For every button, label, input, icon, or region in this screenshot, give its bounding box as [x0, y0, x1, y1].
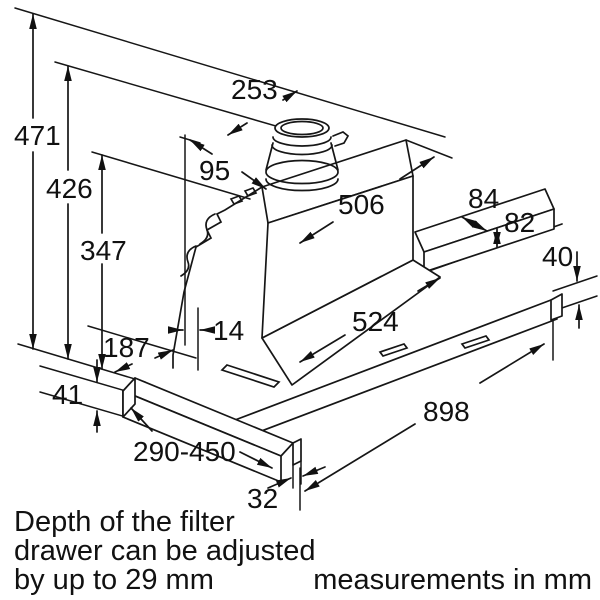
reference-lines [14, 7, 598, 511]
dim-label-187: 187 [103, 332, 150, 363]
dim-label-41: 41 [52, 379, 83, 410]
dim-label-347: 347 [80, 235, 127, 266]
spring-clip-lower [180, 245, 197, 277]
dim-label-898: 898 [423, 396, 470, 427]
collar-clip [332, 131, 350, 147]
dim-label-524: 524 [352, 306, 399, 337]
dimension-labels: 471 426 347 253 95 506 84 82 40 14 187 5… [14, 74, 573, 514]
caption-line-2: drawer can be adjusted [14, 535, 315, 567]
duct-collar [265, 118, 350, 192]
spring-clip-upper [199, 213, 216, 245]
caption-line-3: by up to 29 mm [14, 564, 214, 596]
dim-label-253: 253 [231, 74, 278, 105]
dim-label-426: 426 [46, 173, 93, 204]
dim-label-82: 82 [504, 207, 535, 238]
rear-ledge [414, 188, 555, 273]
dim-label-290-450: 290-450 [133, 436, 236, 467]
units-note: measurements in mm [313, 564, 592, 596]
captions: Depth of the filter drawer can be adjust… [14, 506, 592, 596]
dim-label-506: 506 [338, 189, 385, 220]
front-strip-end [292, 438, 302, 466]
dim-label-95: 95 [199, 155, 230, 186]
dim-label-32: 32 [247, 483, 278, 514]
main-body [172, 139, 414, 369]
dim-label-40: 40 [542, 241, 573, 272]
caption-line-1: Depth of the filter [14, 506, 235, 538]
dimension-lines [29, 13, 583, 492]
hood-outline [122, 118, 563, 483]
dim-label-14: 14 [213, 315, 244, 346]
dim-label-84: 84 [468, 183, 499, 214]
dim-label-471: 471 [14, 120, 61, 151]
